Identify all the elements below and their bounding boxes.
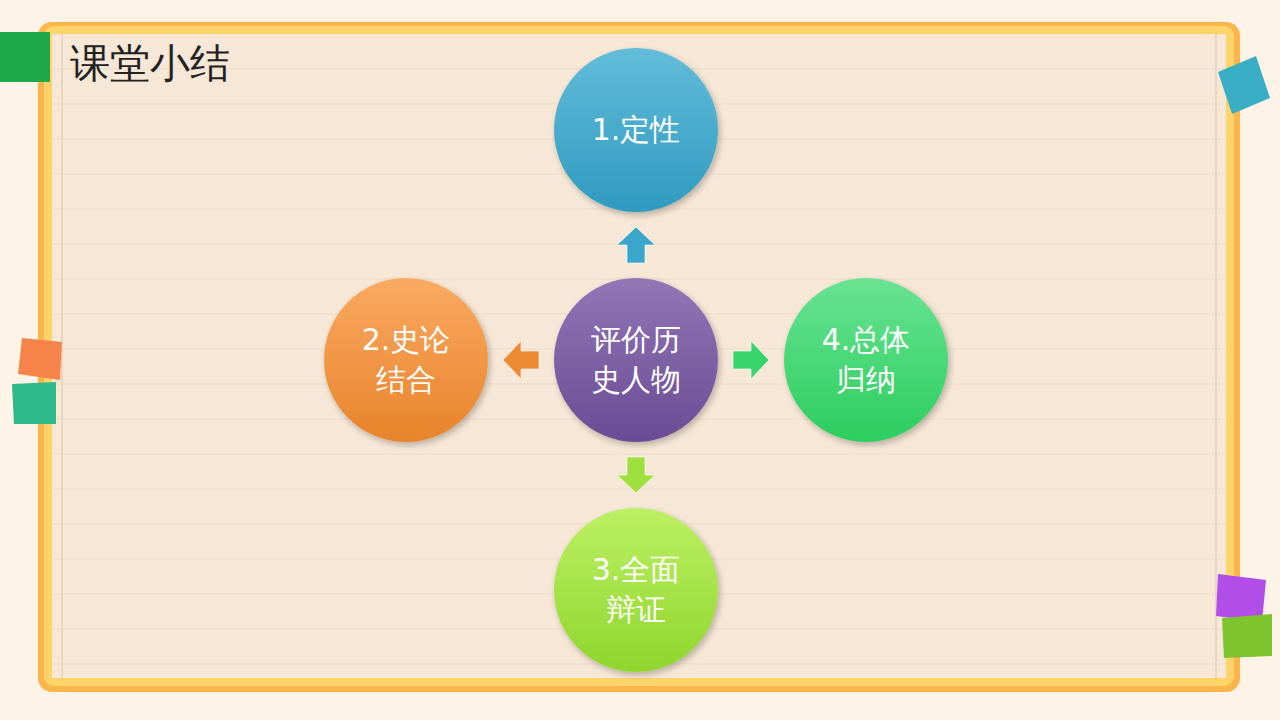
sticky-note bbox=[1218, 56, 1270, 114]
block-arrow bbox=[733, 341, 769, 379]
sticky-note bbox=[12, 382, 56, 424]
circle-node: 评价历 史人物 bbox=[554, 278, 718, 442]
title-marker bbox=[0, 32, 50, 82]
sticky-note bbox=[1222, 614, 1272, 658]
node-label: 1.定性 bbox=[592, 110, 681, 151]
block-arrow bbox=[503, 341, 539, 379]
circle-node: 2.史论 结合 bbox=[324, 278, 488, 442]
page-edge bbox=[1215, 34, 1217, 678]
circle-node: 3.全面 辩证 bbox=[554, 508, 718, 672]
slide-title: 课堂小结 bbox=[70, 36, 230, 91]
ruled-lines bbox=[52, 34, 1226, 678]
node-label: 评价历 史人物 bbox=[581, 320, 691, 401]
page-edge bbox=[61, 34, 63, 678]
node-label: 3.全面 辩证 bbox=[581, 550, 691, 631]
block-arrow bbox=[617, 457, 655, 493]
notebook-cover-inner bbox=[44, 26, 1234, 686]
block-arrow bbox=[617, 227, 655, 263]
sticky-note bbox=[18, 338, 62, 380]
node-label: 4.总体 归纳 bbox=[811, 320, 921, 401]
circle-node: 1.定性 bbox=[554, 48, 718, 212]
node-label: 2.史论 结合 bbox=[351, 320, 461, 401]
notebook-cover bbox=[38, 22, 1240, 692]
circle-node: 4.总体 归纳 bbox=[784, 278, 948, 442]
paper bbox=[52, 34, 1226, 678]
sticky-note bbox=[1216, 574, 1266, 622]
